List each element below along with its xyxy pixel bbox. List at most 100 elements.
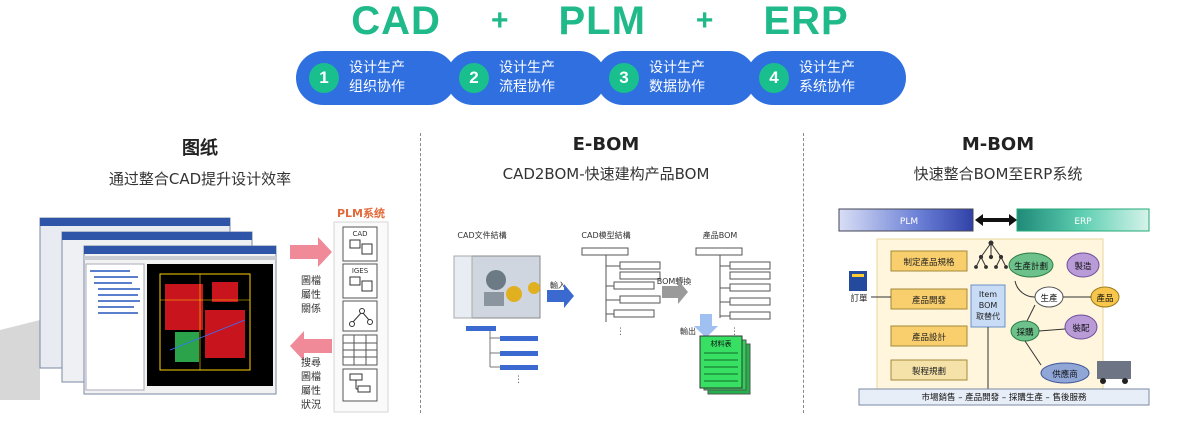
- column-subtitle: CAD2BOM-快速建构产品BOM: [502, 165, 710, 183]
- box-dev: 產品開發: [912, 295, 947, 306]
- step-pill-3: 3 设计生产数据协作: [596, 51, 756, 105]
- arrow-left-label-1: 搜尋: [301, 356, 321, 369]
- column-mbom-head: M-BOM 快速整合BOM至ERP系统: [798, 134, 1198, 184]
- step-line1: 设计生产: [649, 60, 705, 76]
- step-text: 设计生产组织协作: [349, 59, 405, 97]
- mbom-illustration: PLM ERP 制定產品規格 產品開發 產品設計 製程規劃 訂單 Item BO…: [838, 208, 1150, 406]
- headline-plm: PLM: [558, 0, 646, 43]
- headline-plus-1: +: [490, 4, 509, 37]
- column-title: M-BOM: [961, 134, 1035, 155]
- step-pill-1: 1 设计生产组织协作: [296, 51, 456, 105]
- produce-label: 生產: [1040, 293, 1058, 304]
- supplier-label: 供應商: [1052, 369, 1078, 380]
- order-label: 訂單: [850, 293, 868, 304]
- plm-system-label: PLM系统: [337, 206, 385, 220]
- svg-text:⋮: ⋮: [730, 327, 739, 337]
- erp-bar-label: ERP: [1074, 217, 1092, 227]
- output-arrow: [694, 314, 718, 338]
- shadow: [0, 320, 40, 400]
- step-line1: 设计生产: [499, 60, 555, 76]
- product-bom-tree: [695, 247, 771, 320]
- label-output: 輸出: [680, 326, 696, 336]
- step-pills: 1 设计生产组织协作 2 设计生产流程协作 3 设计生产数据协作 4 设计生产系…: [296, 51, 906, 105]
- material-sheet: 材料表: [699, 335, 751, 395]
- file-graph-icon: [342, 300, 378, 332]
- divider-2: [803, 133, 804, 413]
- file-table-icon: [342, 334, 378, 366]
- label-product-bom: 產品BOM: [703, 230, 738, 240]
- step-line2: 系统协作: [799, 79, 855, 95]
- plm-bar: [838, 208, 974, 232]
- bom-convert-arrow: [662, 280, 688, 304]
- production-plan-node: [1008, 252, 1054, 278]
- supplier-node: [1040, 362, 1090, 384]
- step-line2: 数据协作: [649, 79, 705, 95]
- headline-plus-2: +: [695, 4, 714, 37]
- plm-erp-link: [975, 214, 1017, 226]
- arrow-left-label-3: 屬性: [301, 384, 321, 397]
- cad-model-tree: [581, 247, 661, 322]
- input-arrow: [547, 284, 574, 308]
- column-subtitle: 通过整合CAD提升设计效率: [108, 170, 292, 188]
- footer-text: 市場銷售 – 產品開發 – 採購生產 – 售後服務: [922, 392, 1087, 403]
- column-drawings-head: 图纸 通过整合CAD提升设计效率: [0, 134, 400, 189]
- flow-lines: [1014, 280, 1091, 366]
- product-label: 產品: [1096, 293, 1113, 304]
- assembly-node: [1064, 314, 1098, 340]
- column-title: E-BOM: [572, 134, 640, 155]
- step-number: 4: [759, 63, 789, 93]
- arrow-left-label-2: 圖檔: [301, 370, 321, 383]
- arrow-left-label-4: 狀況: [301, 398, 321, 411]
- label-bom-convert: BOM轉換: [657, 276, 692, 286]
- step-text: 设计生产数据协作: [649, 59, 705, 97]
- file-cad-icon: CAD: [342, 226, 378, 262]
- assembly-label: 裝配: [1072, 323, 1090, 334]
- arrow-left: [290, 331, 332, 361]
- tree-list: [90, 270, 140, 314]
- step-text: 设计生产系统协作: [799, 59, 855, 97]
- file-iges-label: IGES: [352, 267, 369, 275]
- drawings-illustration: 圖檔 屬性 關係 搜尋 圖檔 屬性 狀況 PLM系统 CAD IGES: [0, 206, 389, 413]
- network-tree-icon: [974, 240, 1008, 269]
- step-line2: 组织协作: [349, 79, 405, 95]
- label-material: 材料表: [711, 339, 732, 348]
- step-pill-2: 2 设计生产流程协作: [446, 51, 606, 105]
- headline-cad: CAD: [351, 0, 441, 43]
- headline-erp: ERP: [763, 0, 849, 43]
- column-ebom-head: E-BOM CAD2BOM-快速建构产品BOM: [406, 134, 806, 184]
- arrow-right: [290, 237, 332, 267]
- step-pill-4: 4 设计生产系统协作: [746, 51, 906, 105]
- process-boxes: 制定產品規格 產品開發 產品設計 製程規劃: [890, 250, 968, 381]
- file-cad-label: CAD: [352, 230, 367, 238]
- arrow-right-label-2: 屬性: [301, 288, 321, 301]
- divider-1: [420, 133, 421, 413]
- step-line2: 流程协作: [499, 79, 555, 95]
- svg-text:⋮: ⋮: [514, 375, 523, 385]
- step-number: 3: [609, 63, 639, 93]
- item-bom-line2: BOM: [979, 301, 998, 310]
- label-cad-file: CAD文件結構: [457, 230, 506, 240]
- step-line1: 设计生产: [349, 60, 405, 76]
- footer-bar: [858, 388, 1150, 406]
- arrow-right-label-1: 圖檔: [301, 274, 321, 287]
- manufacture-label: 製造: [1074, 261, 1092, 272]
- label-input: 輸入: [550, 280, 566, 290]
- purchase-label: 採購: [1016, 327, 1034, 338]
- file-flow-icon: [342, 368, 378, 402]
- item-bom-line3: 取替代: [976, 311, 1000, 321]
- item-bom-line1: Item: [979, 290, 997, 299]
- arrow-right-label-3: 關係: [301, 303, 321, 315]
- headline: CAD + PLM + ERP: [0, 0, 1200, 43]
- step-number: 2: [459, 63, 489, 93]
- manufacture-node: [1066, 252, 1100, 278]
- column-title: 图纸: [182, 138, 218, 159]
- box-spec: 制定產品規格: [903, 257, 955, 268]
- ebom-illustration: CAD文件結構 CAD模型結構 產品BOM ⋮ 輸入 ⋮ BOM轉換: [453, 230, 771, 395]
- svg-text:⋮: ⋮: [616, 327, 625, 337]
- production-plan-label: 生產計劃: [1014, 261, 1048, 272]
- item-bom-box: [970, 284, 1006, 328]
- box-process: 製程規劃: [912, 366, 946, 377]
- column-subtitle: 快速整合BOM至ERP系统: [913, 165, 1083, 183]
- step-text: 设计生产流程协作: [499, 59, 555, 97]
- box-design: 產品設計: [912, 332, 947, 343]
